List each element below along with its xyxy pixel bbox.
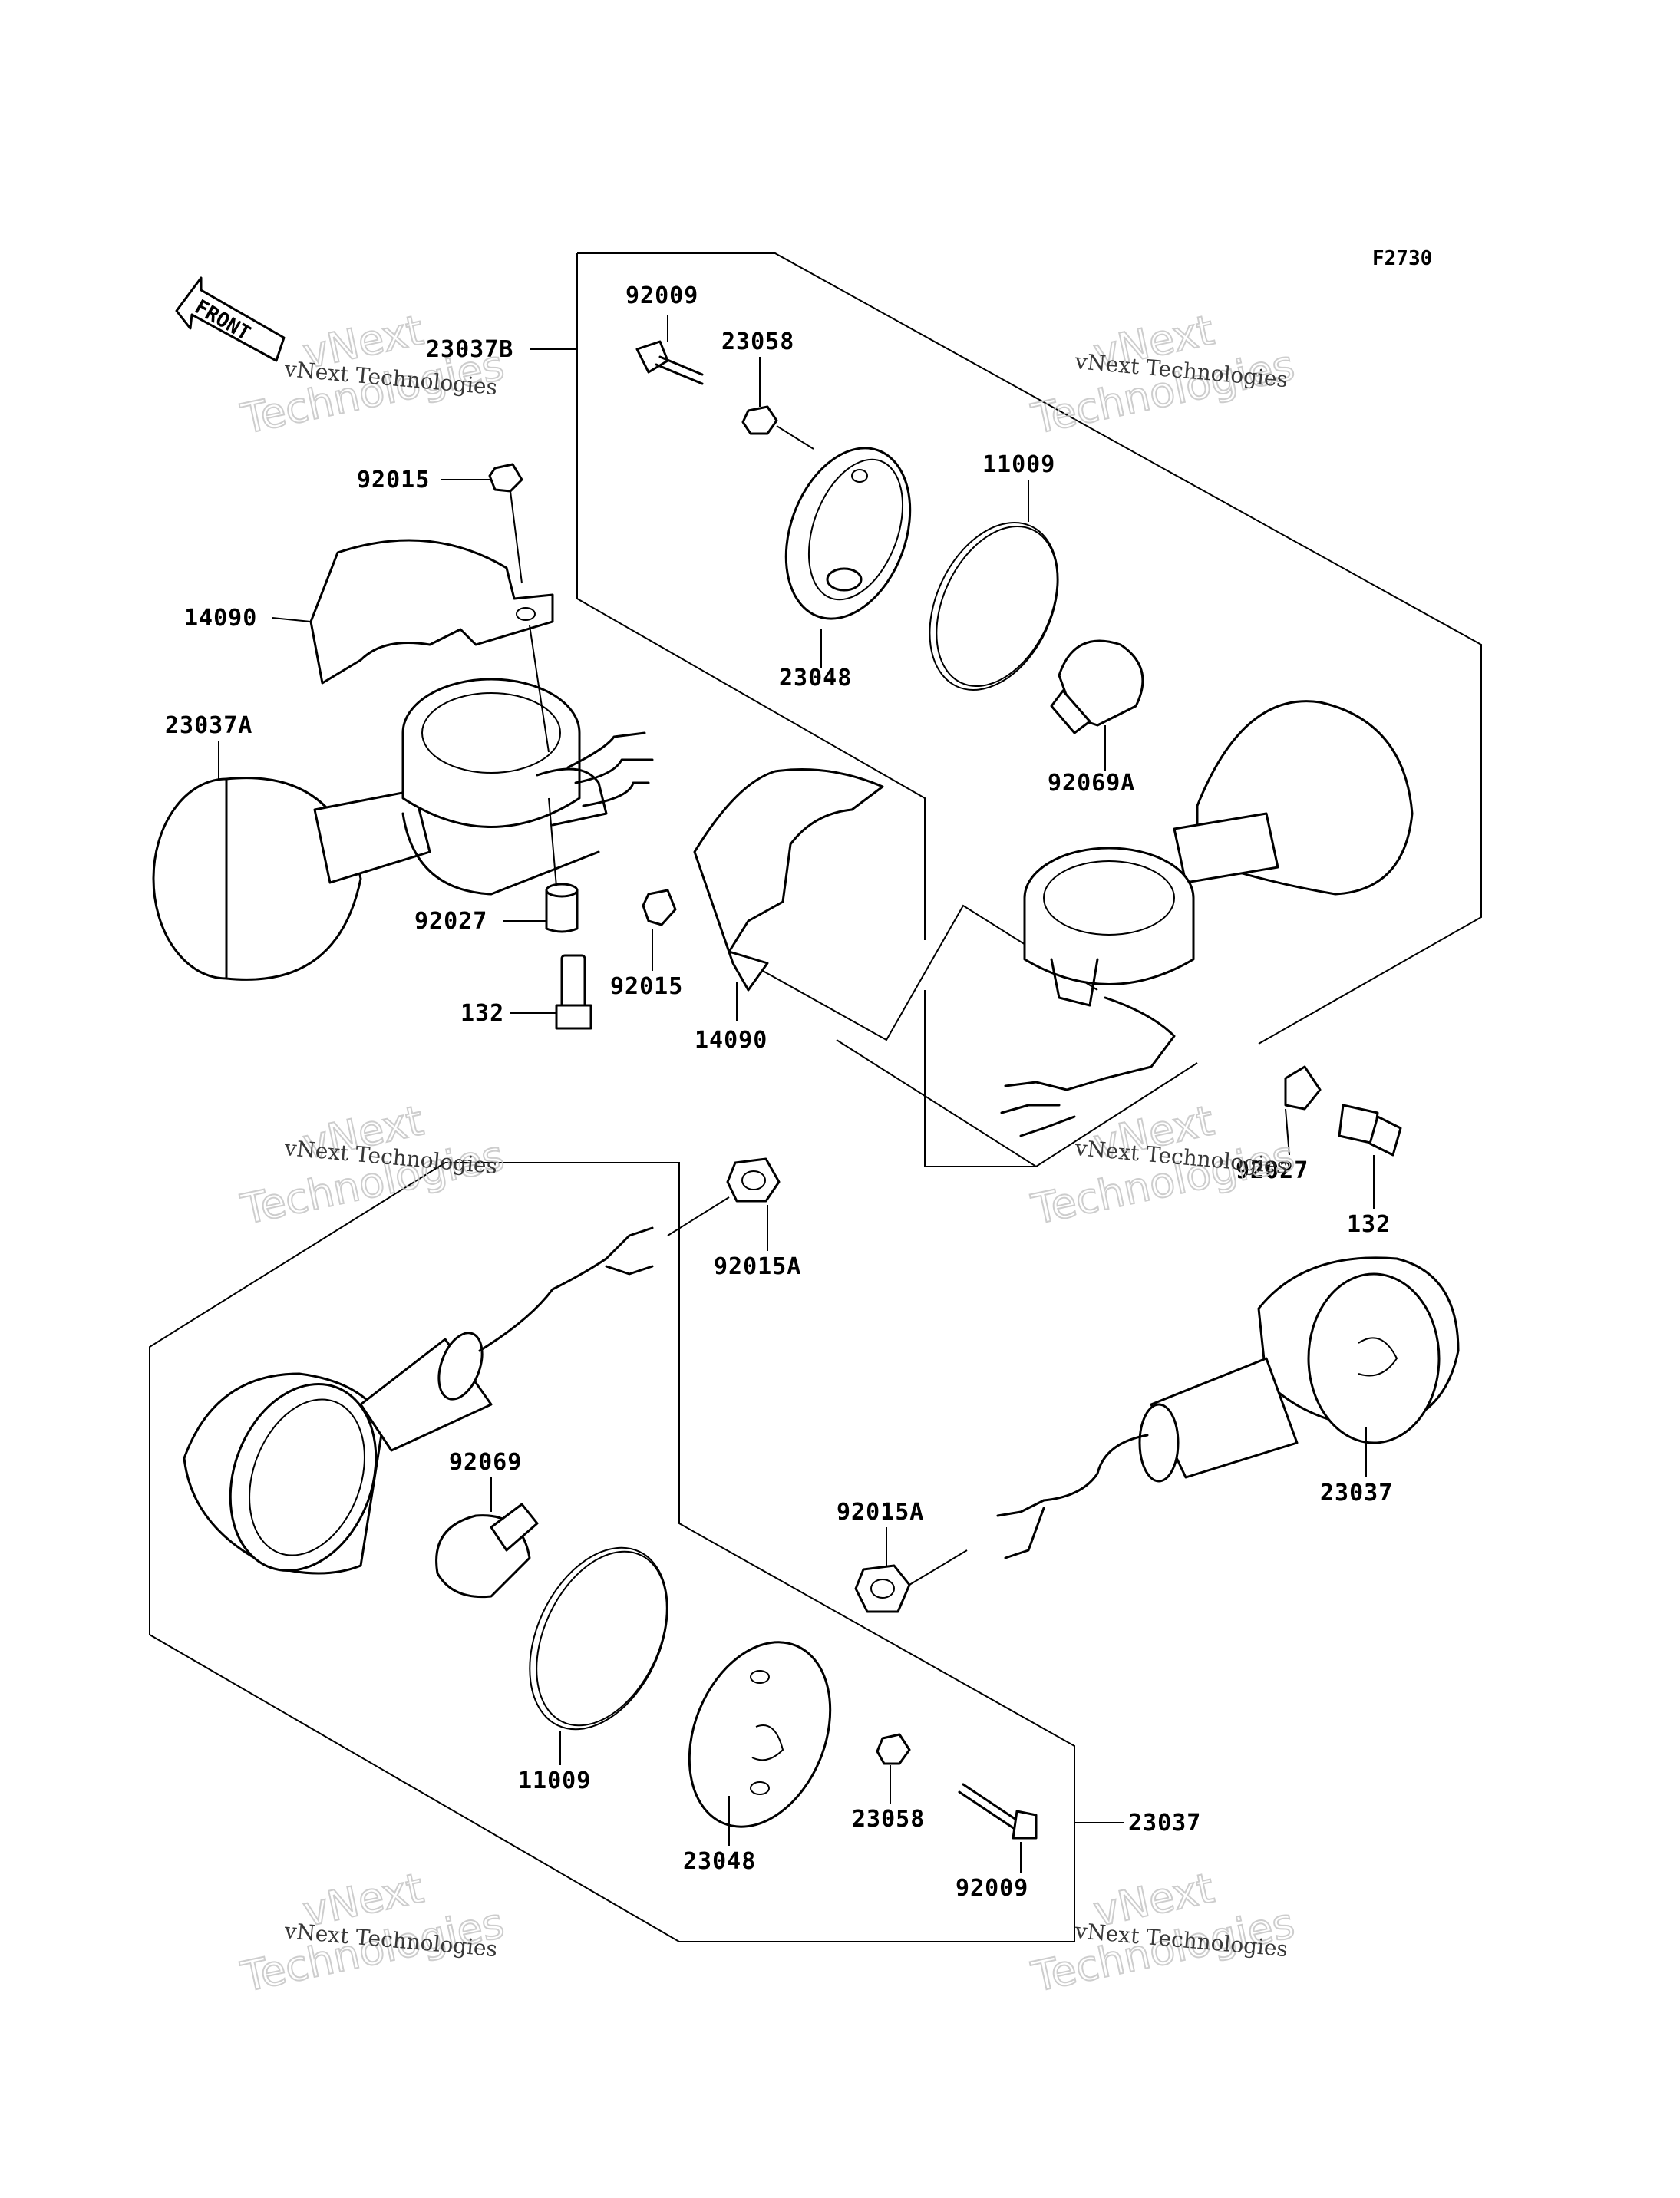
part-label-132-left: 132 (460, 1000, 504, 1027)
watermark-bottom-right: vNext Technologies vNext Technologies (1027, 1863, 1299, 2002)
part-label-23058-upper: 23058 (721, 328, 794, 355)
nut-92015a-lower (854, 1564, 911, 1613)
part-label-92015a-lower: 92015A (837, 1499, 924, 1526)
part-label-23037-lower: 23037 (1128, 1810, 1201, 1837)
front-direction-arrow-icon: FRONT (175, 276, 286, 362)
lens-23048-lower (688, 1641, 832, 1828)
part-label-92015-middle: 92015 (610, 973, 683, 1000)
part-label-92027-right: 92027 (1236, 1157, 1309, 1184)
nut-92015a-upper (726, 1157, 781, 1203)
part-label-92027-left: 92027 (414, 908, 487, 935)
part-label-132-right: 132 (1347, 1211, 1391, 1238)
nut-92015-upper (488, 463, 523, 493)
assembly-frame-lower (149, 1162, 1075, 1942)
turn-signal-23037b (1000, 700, 1414, 1137)
part-label-23037-right: 23037 (1320, 1480, 1393, 1507)
turn-signal-23037 (996, 1256, 1460, 1559)
bulb-92069 (435, 1503, 539, 1599)
nut-23058-upper (741, 405, 778, 435)
collar-92027-upper (545, 883, 579, 933)
nut-23058-lower (876, 1733, 911, 1765)
bolt-132-right (1338, 1104, 1402, 1157)
gasket-11009-upper (929, 522, 1059, 691)
leader-lines (218, 315, 1375, 1873)
watermark-bottom-left: vNext Technologies vNext Technologies (236, 1863, 509, 2002)
watermark-top-left: vNext Technologies vNext Technologies (236, 305, 509, 444)
part-label-14090-middle: 14090 (695, 1027, 767, 1054)
part-label-11009-lower: 11009 (518, 1767, 591, 1794)
turn-signal-23037a (152, 678, 654, 981)
part-label-92009-lower: 92009 (956, 1875, 1028, 1902)
part-label-14090-upper: 14090 (184, 605, 257, 632)
part-label-92015a-upper: 92015A (714, 1253, 801, 1280)
gasket-11009-lower (529, 1546, 668, 1731)
part-label-11009-upper: 11009 (982, 451, 1055, 478)
part-label-23037b: 23037B (426, 336, 513, 363)
screw-92009-upper (635, 340, 704, 385)
part-label-92069a: 92069A (1048, 770, 1135, 797)
watermark-top-right: vNext Technologies vNext Technologies (1027, 305, 1299, 444)
part-label-92015-upper: 92015 (357, 467, 430, 493)
collar-92027-right (1284, 1065, 1322, 1111)
watermark-mid-left: vNext Technologies vNext Technologies (236, 1095, 509, 1235)
part-label-92069: 92069 (449, 1449, 522, 1476)
part-label-92009-upper: 92009 (625, 282, 698, 309)
part-label-23037a: 23037A (165, 712, 252, 739)
lens-rim-23048-upper (784, 447, 912, 620)
part-label-23048-lower: 23048 (683, 1848, 756, 1875)
bulb-92069a (1050, 639, 1144, 734)
turn-signal-body-lower-left (183, 1226, 654, 1575)
screw-92009-lower (958, 1783, 1038, 1840)
bracket-14090-middle (693, 768, 884, 992)
part-label-23048-upper: 23048 (779, 665, 852, 691)
bolt-132-left (555, 954, 592, 1030)
figure-code: F2730 (1372, 247, 1432, 270)
bracket-14090-upper (309, 539, 554, 685)
nut-92015-middle (642, 889, 677, 926)
part-label-23058-lower: 23058 (852, 1806, 925, 1833)
watermark-mid-right: vNext Technologies vNext Technologies (1027, 1095, 1299, 1235)
